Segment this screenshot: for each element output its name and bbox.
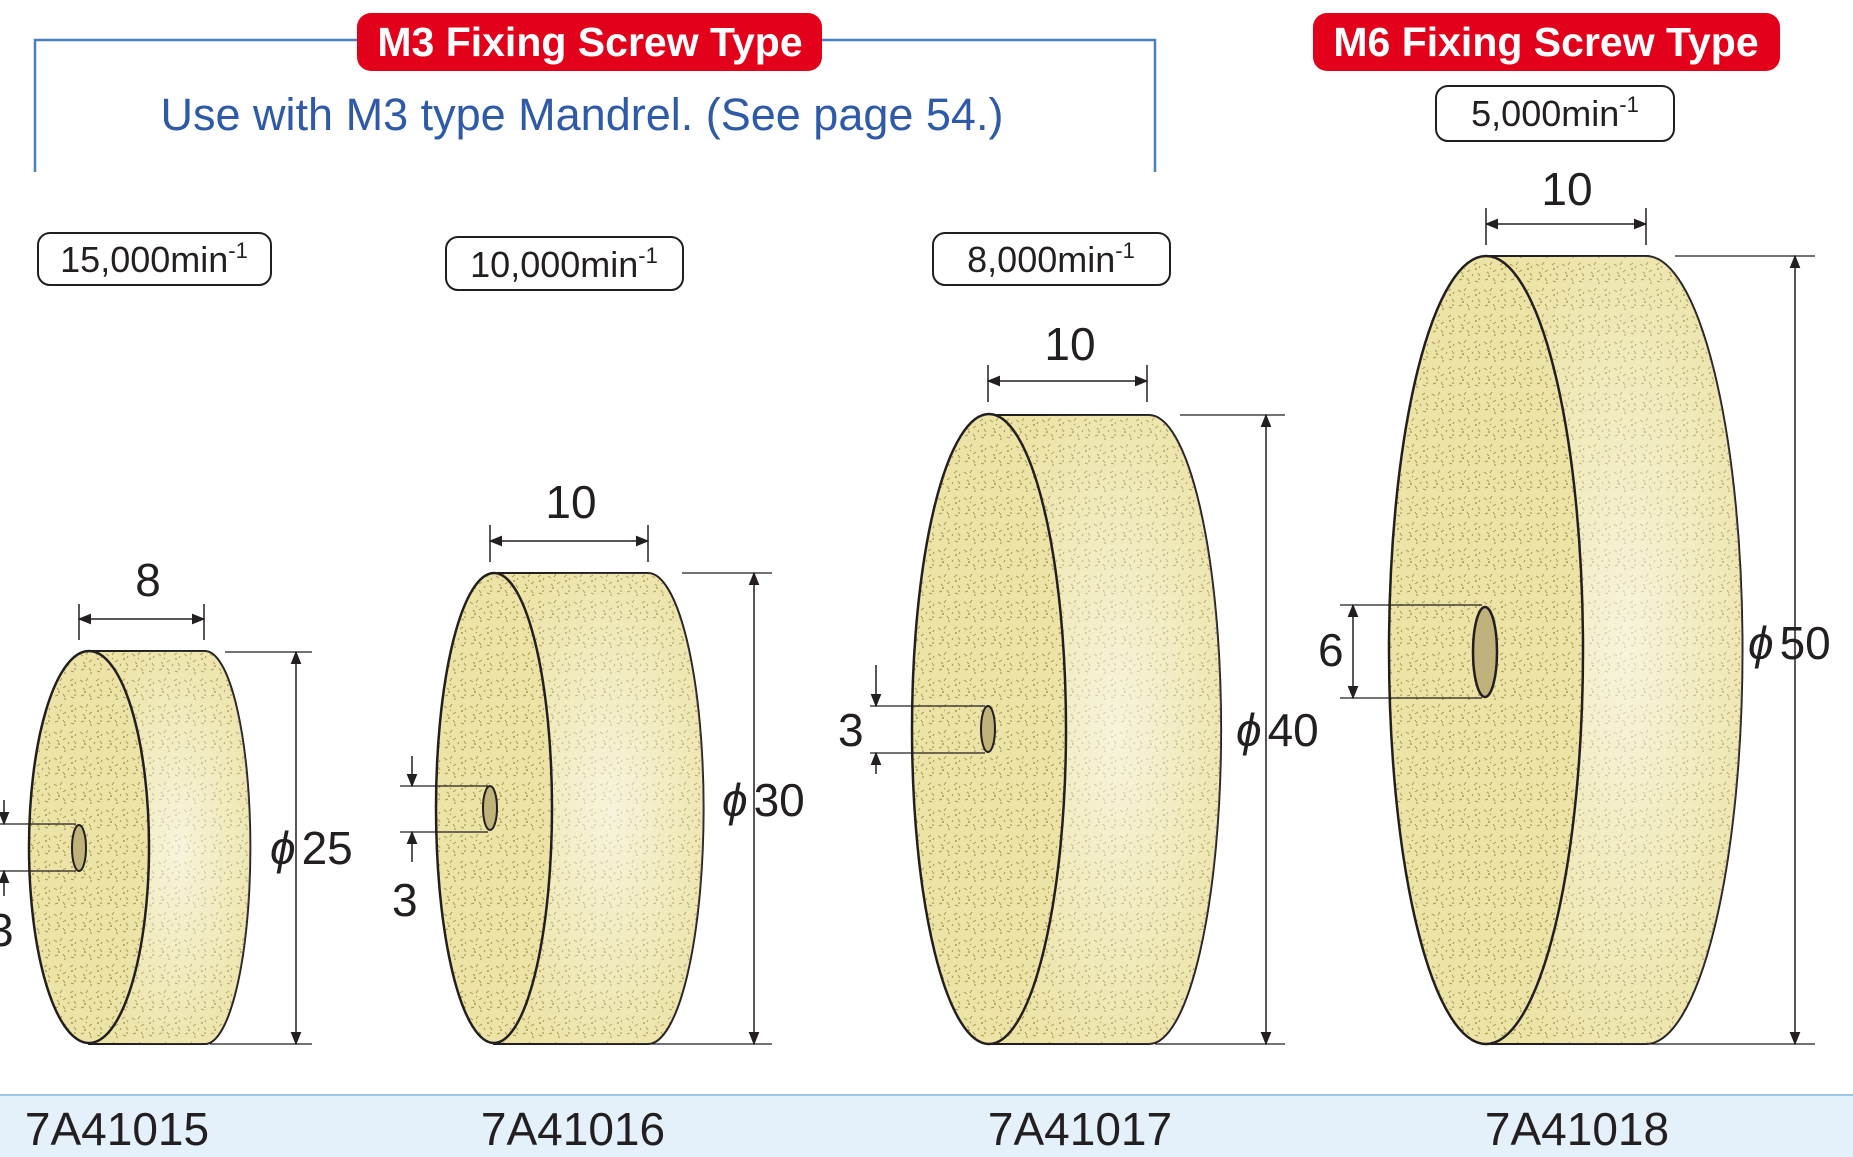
bore-bottom-7A41015: 3: [0, 904, 14, 956]
phi-symbol-7A41016: ϕ: [722, 774, 748, 826]
m3-mandrel-note: Use with M3 type Mandrel. (See page 54.): [161, 89, 1004, 140]
speed-7A41018: 5,000min: [1471, 93, 1619, 134]
m6-type-label: M6 Fixing Screw Type: [1333, 19, 1758, 65]
m3-type-badge: [357, 13, 822, 71]
speed-box-7A41015: [37, 232, 272, 286]
speed-exponent-7A41015: -1: [228, 238, 248, 263]
wheel-7A41016: [434, 571, 705, 1045]
width-7A41018: 10: [1541, 163, 1592, 215]
part-number-7A41015: 7A41015: [24, 1103, 210, 1155]
wheel-7A41017: [910, 412, 1223, 1046]
svg-text:15,000min-1: 15,000min-1: [60, 238, 248, 280]
svg-text:ϕ50: ϕ50: [1748, 617, 1831, 669]
svg-text:ϕ25: ϕ25: [270, 822, 353, 874]
diameter-7A41017: 40: [1268, 704, 1319, 756]
speed-box-7A41017: [932, 232, 1171, 286]
m6-type-badge: [1313, 13, 1780, 71]
svg-text:ϕ40: ϕ40: [1236, 704, 1319, 756]
speed-7A41016: 10,000min: [470, 244, 638, 285]
diameter-7A41016: 30: [754, 774, 805, 826]
speed-exponent-7A41017: -1: [1115, 238, 1135, 263]
speed-box-7A41016: [445, 236, 684, 291]
phi-symbol-7A41017: ϕ: [1236, 704, 1262, 756]
speed-exponent-7A41018: -1: [1619, 92, 1639, 117]
bore-7A41017: 3: [838, 704, 864, 756]
width-7A41015: 8: [135, 554, 161, 606]
part-number-7A41016: 7A41016: [480, 1103, 666, 1155]
width-7A41017: 10: [1044, 318, 1095, 370]
m3-type-label: M3 Fixing Screw Type: [377, 19, 802, 65]
diameter-7A41018: 50: [1780, 617, 1831, 669]
m3-group-bracket: [33, 38, 1157, 172]
speed-exponent-7A41016: -1: [638, 243, 658, 268]
wheel-7A41018: [1387, 254, 1744, 1046]
svg-text:5,000min-1: 5,000min-1: [1471, 92, 1639, 134]
bore-7A41016: 3: [392, 874, 418, 926]
wheel-7A41015: [27, 649, 252, 1045]
speed-7A41015: 15,000min: [60, 239, 228, 280]
bore-7A41018: 6: [1318, 624, 1344, 676]
part-number-7A41018: 7A41018: [1484, 1103, 1670, 1155]
part-number-7A41017: 7A41017: [987, 1103, 1173, 1155]
svg-text:8,000min-1: 8,000min-1: [967, 238, 1135, 280]
speed-box-7A41018: [1435, 85, 1675, 142]
svg-text:ϕ30: ϕ30: [722, 774, 805, 826]
phi-symbol-7A41018: ϕ: [1748, 617, 1774, 669]
part-number-bar: [0, 1094, 1853, 1157]
diameter-7A41015: 25: [302, 822, 353, 874]
phi-symbol-7A41015: ϕ: [270, 822, 296, 874]
speed-7A41017: 8,000min: [967, 239, 1115, 280]
width-7A41016: 10: [545, 476, 596, 528]
svg-text:10,000min-1: 10,000min-1: [470, 243, 658, 285]
